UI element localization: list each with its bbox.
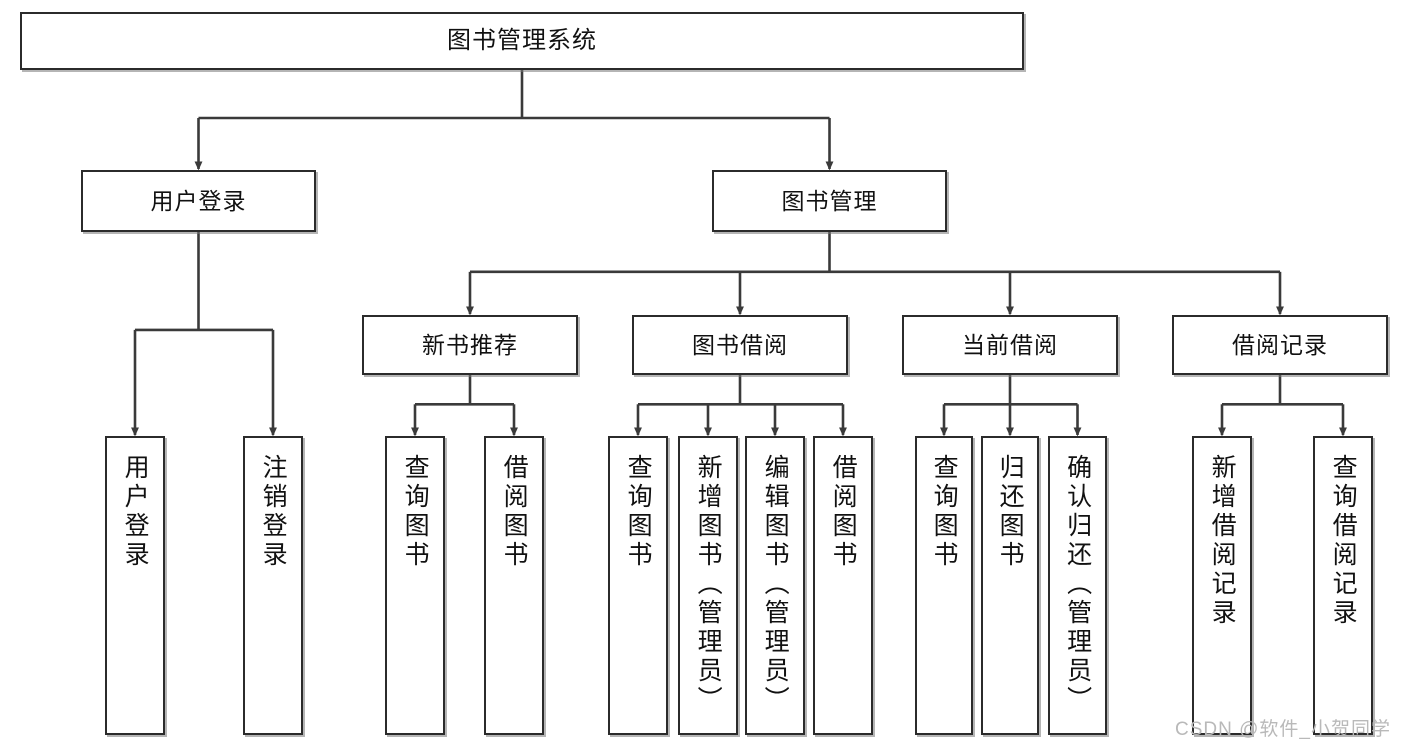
node-current-borrow[interactable]: 当前借阅 [902, 315, 1118, 375]
node-user-login[interactable]: 用户登录 [81, 170, 316, 232]
node-label: 归还图书 [996, 454, 1025, 570]
node-leaf-borrow-book-1[interactable]: 借阅图书 [484, 436, 544, 735]
node-book-manage[interactable]: 图书管理 [712, 170, 947, 232]
node-label: 查询借阅记录 [1329, 454, 1358, 628]
node-leaf-borrow-book-2[interactable]: 借阅图书 [813, 436, 873, 735]
node-leaf-edit-book[interactable]: 编辑图书（管理员） [745, 436, 805, 735]
node-label: 当前借阅 [962, 331, 1058, 358]
node-book-borrow[interactable]: 图书借阅 [632, 315, 848, 375]
node-label: 用户登录 [121, 454, 150, 570]
node-label: 查询图书 [401, 454, 430, 570]
node-leaf-query-record[interactable]: 查询借阅记录 [1313, 436, 1373, 735]
node-new-book-rec[interactable]: 新书推荐 [362, 315, 578, 375]
node-leaf-return-book[interactable]: 归还图书 [981, 436, 1039, 735]
csdn-watermark: CSDN @软件_小贺同学 [1175, 719, 1391, 740]
node-leaf-confirm-return[interactable]: 确认归还（管理员） [1048, 436, 1107, 735]
node-label: 用户登录 [150, 187, 247, 214]
node-label: 图书管理系统 [447, 27, 597, 55]
node-leaf-query-book-2[interactable]: 查询图书 [608, 436, 668, 735]
node-leaf-user-login[interactable]: 用户登录 [105, 436, 165, 735]
node-leaf-user-logout[interactable]: 注销登录 [243, 436, 303, 735]
node-label: 查询图书 [930, 454, 959, 570]
node-label: 图书管理 [781, 187, 878, 214]
node-label: 新增图书（管理员） [694, 454, 723, 715]
node-label: 借阅记录 [1232, 331, 1328, 358]
node-label: 借阅图书 [500, 454, 529, 570]
node-leaf-add-book[interactable]: 新增图书（管理员） [678, 436, 738, 735]
node-label: 新增借阅记录 [1208, 454, 1237, 628]
node-label: 编辑图书（管理员） [761, 454, 790, 715]
node-label: 注销登录 [259, 454, 288, 570]
node-label: 确认归还（管理员） [1063, 454, 1092, 715]
node-leaf-add-record[interactable]: 新增借阅记录 [1192, 436, 1252, 735]
node-label: 查询图书 [624, 454, 653, 570]
node-label: 图书借阅 [692, 331, 788, 358]
node-root[interactable]: 图书管理系统 [20, 12, 1024, 70]
node-borrow-record[interactable]: 借阅记录 [1172, 315, 1388, 375]
node-leaf-query-book-1[interactable]: 查询图书 [385, 436, 445, 735]
node-label: 借阅图书 [829, 454, 858, 570]
node-leaf-query-book-3[interactable]: 查询图书 [915, 436, 973, 735]
node-label: 新书推荐 [422, 331, 518, 358]
